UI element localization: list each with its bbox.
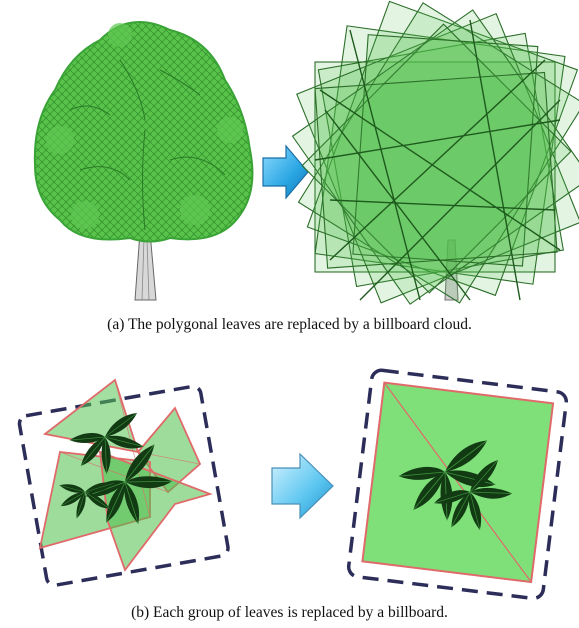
arrow-right-icon <box>262 144 309 200</box>
billboard-image <box>346 368 569 600</box>
arrow-right-icon <box>271 452 334 520</box>
caption-b: (b) Each group of leaves is replaced by … <box>131 604 448 621</box>
leaf-group-image <box>17 378 230 587</box>
panel-b <box>17 368 569 600</box>
panel-a <box>33 0 579 305</box>
caption-a: (a) The polygonal leaves are replaced by… <box>107 316 472 333</box>
tree-image <box>33 21 254 301</box>
billboard-cloud-image <box>291 0 579 305</box>
